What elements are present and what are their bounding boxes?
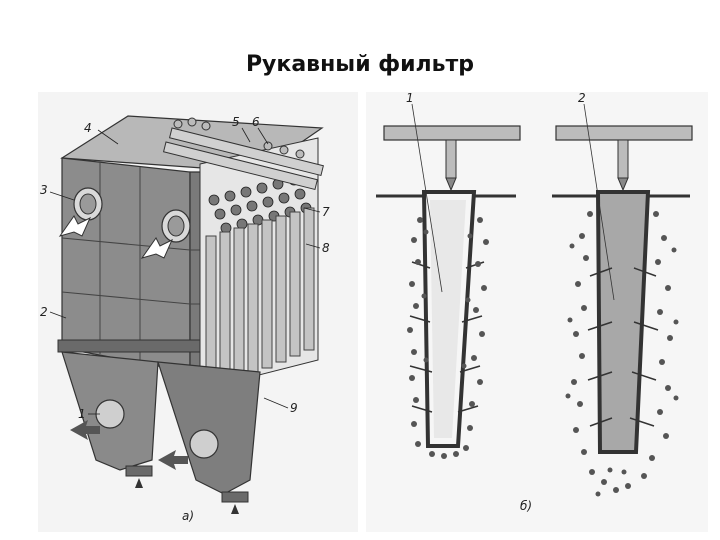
- gas-flow-arrow-left: [70, 420, 100, 440]
- hopper-outlet-left: [125, 465, 153, 477]
- filter-bags: [205, 207, 315, 379]
- gas-inlet-left: [95, 399, 125, 429]
- callout-b-1: 1: [406, 91, 414, 105]
- callout-8: 8: [322, 241, 330, 255]
- flow-arrow-lower: [140, 237, 174, 259]
- callout-4: 4: [84, 121, 92, 135]
- callout-6: 6: [252, 115, 260, 129]
- callout-b-2: 2: [578, 91, 586, 105]
- air-pipe-right: [555, 125, 693, 141]
- bag-filtration: 1: [376, 91, 521, 459]
- callout-5: 5: [232, 115, 240, 129]
- hopper-outlet-right: [221, 491, 249, 503]
- gas-flow-arrow-right: [158, 450, 188, 470]
- hopper-right: [157, 361, 261, 495]
- figure-b-bags: 1: [376, 91, 693, 513]
- pulse-pipes: [162, 117, 324, 191]
- air-pipe-left: [383, 125, 521, 141]
- callout-1: 1: [78, 407, 86, 421]
- bag-wall-right: [595, 190, 651, 454]
- dust-discharge-arrow-left: [135, 478, 143, 488]
- scan-background-b: [366, 92, 708, 532]
- figure-a-baghouse: 4 3 2 1 5 6 7 8 9 а): [40, 115, 330, 523]
- callout-3: 3: [40, 183, 48, 197]
- callout-9: 9: [290, 401, 298, 415]
- callout-2: 2: [40, 305, 48, 319]
- dust-discharge-arrow-right: [231, 504, 239, 514]
- figure-b-caption: б): [520, 499, 532, 513]
- flow-arrow-upper: [58, 215, 92, 237]
- gas-inlet-right: [189, 429, 219, 459]
- bag-regeneration: 2: [552, 91, 693, 497]
- figure-a-caption: а): [182, 509, 194, 523]
- slide-title: Рукавный фильтр: [245, 52, 475, 77]
- callout-7: 7: [322, 205, 330, 219]
